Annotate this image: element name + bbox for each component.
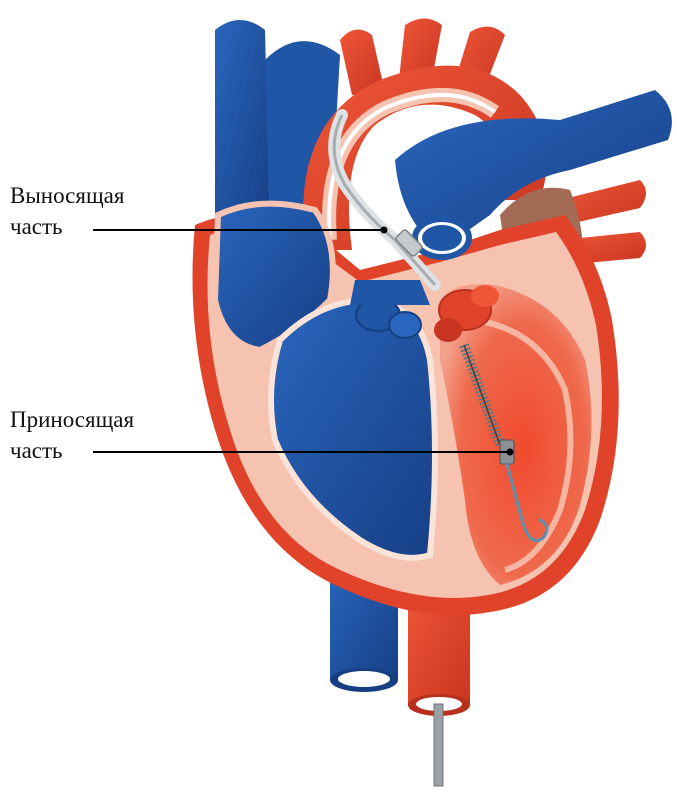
aortic-root-ring xyxy=(415,219,469,257)
inflow-leader-dot xyxy=(507,449,514,456)
inflow-label-line2: часть xyxy=(10,435,134,466)
outflow-leader-dot xyxy=(381,227,388,234)
outflow-label-line2: часть xyxy=(10,211,124,242)
outflow-label-line1: Выносящая xyxy=(10,180,124,211)
inflow-label: Приносящая часть xyxy=(10,404,134,466)
outflow-label: Выносящая часть xyxy=(10,180,124,242)
catheter-stem xyxy=(434,704,443,786)
inflow-label-line1: Приносящая xyxy=(10,404,134,435)
